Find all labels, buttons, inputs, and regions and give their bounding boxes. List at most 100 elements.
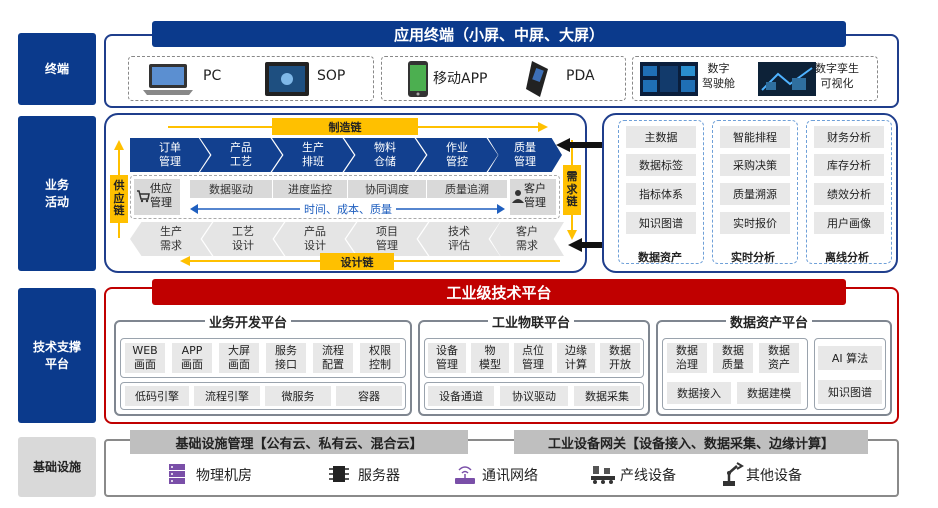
analytics-col-offline	[806, 120, 892, 264]
device-label-sop: SOP	[317, 68, 346, 84]
side-label-terminal: 终端	[18, 33, 96, 105]
cell-metrics: 指标体系	[626, 183, 696, 205]
cell-data-asset: 数据 资产	[759, 343, 799, 373]
cell-lowcode: 低码引擎	[125, 386, 189, 406]
cell-performance: 绩效分析	[814, 183, 884, 205]
tag-progress: 进度监控	[273, 180, 347, 198]
cell-master-data: 主数据	[626, 126, 696, 148]
iot-platform-top	[424, 338, 644, 378]
monitor-icon	[265, 62, 309, 96]
manufacturing-chain-label-front: 制造链	[272, 118, 418, 135]
cell-realtime-quote: 实时报价	[720, 212, 790, 234]
center-text: 时间、成本、质量	[300, 201, 396, 217]
screen-label-twin: 数字孪生 可视化	[815, 62, 859, 91]
chevron-order: 订单 管理	[130, 138, 210, 172]
cell-data-modeling: 数据建模	[737, 382, 801, 404]
col-title-offline: 离线分析	[825, 251, 869, 264]
infra-item-line: 产线设备	[620, 468, 676, 484]
cell-inventory: 库存分析	[814, 154, 884, 176]
terminal-pc-group	[128, 56, 374, 101]
cell-microservice: 微服务	[265, 386, 331, 406]
chevron-prod-demand: 生产 需求	[130, 222, 212, 256]
chevron-project-mgmt: 项目 管理	[346, 222, 428, 256]
link-arrow-bottom	[568, 238, 620, 252]
supply-mgmt-label: 供应 管理	[150, 182, 172, 210]
cell-flow-engine: 流程引擎	[194, 386, 260, 406]
cell-device-mgmt: 设备 管理	[428, 343, 466, 373]
side-label-infra: 基础设施	[18, 437, 96, 497]
terminal-mobile-group	[381, 56, 626, 101]
demand-chain-label-front: 需 求 链	[563, 165, 581, 215]
chevron-warehouse: 物料 仓储	[344, 138, 426, 172]
cell-knowledge-graph-2: 知识图谱	[818, 380, 882, 404]
chevron-tech-eval: 技术 评估	[418, 222, 500, 256]
cell-finance: 财务分析	[814, 126, 884, 148]
chevron-product-design: 产品 设计	[274, 222, 356, 256]
col-title-assets: 数据资产	[638, 251, 682, 264]
chip-icon	[329, 466, 349, 482]
chevron-process-design: 工艺 设计	[202, 222, 284, 256]
infra-mgmt: 基础设施管理【公有云、私有云、混合云】	[130, 430, 468, 454]
chevron-customer-demand: 客户 需求	[490, 222, 564, 256]
infra-item-server: 服务器	[358, 468, 400, 484]
cell-ai-algo: AI 算法	[818, 346, 882, 370]
terminal-banner: 应用终端（小屏、中屏、大屏）	[152, 21, 846, 47]
customer-mgmt-label: 客户 管理	[524, 182, 546, 210]
laptop-icon	[143, 64, 193, 95]
iot-platform-title: 工业物联平台	[488, 312, 575, 331]
screen-label-cockpit: 数字 驾驶舱	[702, 62, 735, 91]
infra-item-network: 通讯网络	[482, 468, 538, 484]
tag-data-driven: 数据驱动	[190, 180, 272, 198]
analytics-col-assets	[618, 120, 704, 264]
cell-quality-trace: 质量溯源	[720, 183, 790, 205]
analytics-col-realtime	[712, 120, 798, 264]
cell-web: WEB 画面	[125, 343, 165, 373]
cart-icon	[137, 190, 150, 203]
infra-gateway: 工业设备网关【设备接入、数据采集、边缘计算】	[514, 430, 868, 454]
cell-data-ingest: 数据接入	[667, 382, 731, 404]
person-icon	[512, 190, 524, 203]
customer-mgmt	[510, 179, 556, 215]
supply-mgmt	[134, 179, 180, 215]
chevron-quality: 质量 管理	[488, 138, 562, 172]
data-platform-right	[814, 338, 886, 410]
cell-edge: 边缘 计算	[557, 343, 595, 373]
chevron-operation: 作业 管控	[416, 138, 498, 172]
cell-data-open: 数据 开放	[600, 343, 640, 373]
dashboard-screen-icon	[640, 62, 698, 96]
cell-point-mgmt: 点位 管理	[514, 343, 552, 373]
cell-purchase: 采购决策	[720, 154, 790, 176]
cell-container: 容器	[336, 386, 402, 406]
cell-thing-model: 物 模型	[471, 343, 509, 373]
cell-smart-schedule: 智能排程	[720, 126, 790, 148]
infra-item-other: 其他设备	[746, 468, 802, 484]
dev-platform-title: 业务开发平台	[205, 312, 292, 331]
link-arrow-top	[556, 138, 608, 152]
design-chain-label: 设计链	[320, 253, 394, 270]
cell-data-collect: 数据采集	[574, 386, 640, 406]
cell-knowledge-graph: 知识图谱	[626, 212, 696, 234]
tag-coordination: 协同调度	[348, 180, 426, 198]
data-platform-left	[662, 338, 808, 410]
cell-device-channel: 设备通道	[428, 386, 494, 406]
cell-flow-config: 流程 配置	[313, 343, 353, 373]
tag-traceability: 质量追溯	[427, 180, 507, 198]
tech-banner: 工业级技术平台	[152, 279, 846, 305]
dev-platform-bottom	[120, 382, 406, 410]
col-title-realtime: 实时分析	[731, 251, 775, 264]
cell-bigscreen: 大屏 画面	[219, 343, 259, 373]
terminal-screen-group	[632, 56, 878, 101]
device-label-mobile: 移动APP	[433, 71, 488, 87]
twin-screen-icon	[758, 62, 816, 96]
device-label-pc: PC	[203, 68, 222, 84]
cell-data-governance: 数据 治理	[667, 343, 707, 373]
production-line-icon	[591, 466, 615, 484]
robot-arm-icon	[723, 462, 744, 486]
dev-platform-top	[120, 338, 406, 378]
side-label-business: 业务 活动	[18, 116, 96, 271]
cell-user-profile: 用户画像	[814, 212, 884, 234]
phone-icon	[408, 61, 428, 97]
cell-app: APP 画面	[172, 343, 212, 373]
router-icon	[455, 466, 475, 484]
iot-platform-bottom	[424, 382, 644, 410]
